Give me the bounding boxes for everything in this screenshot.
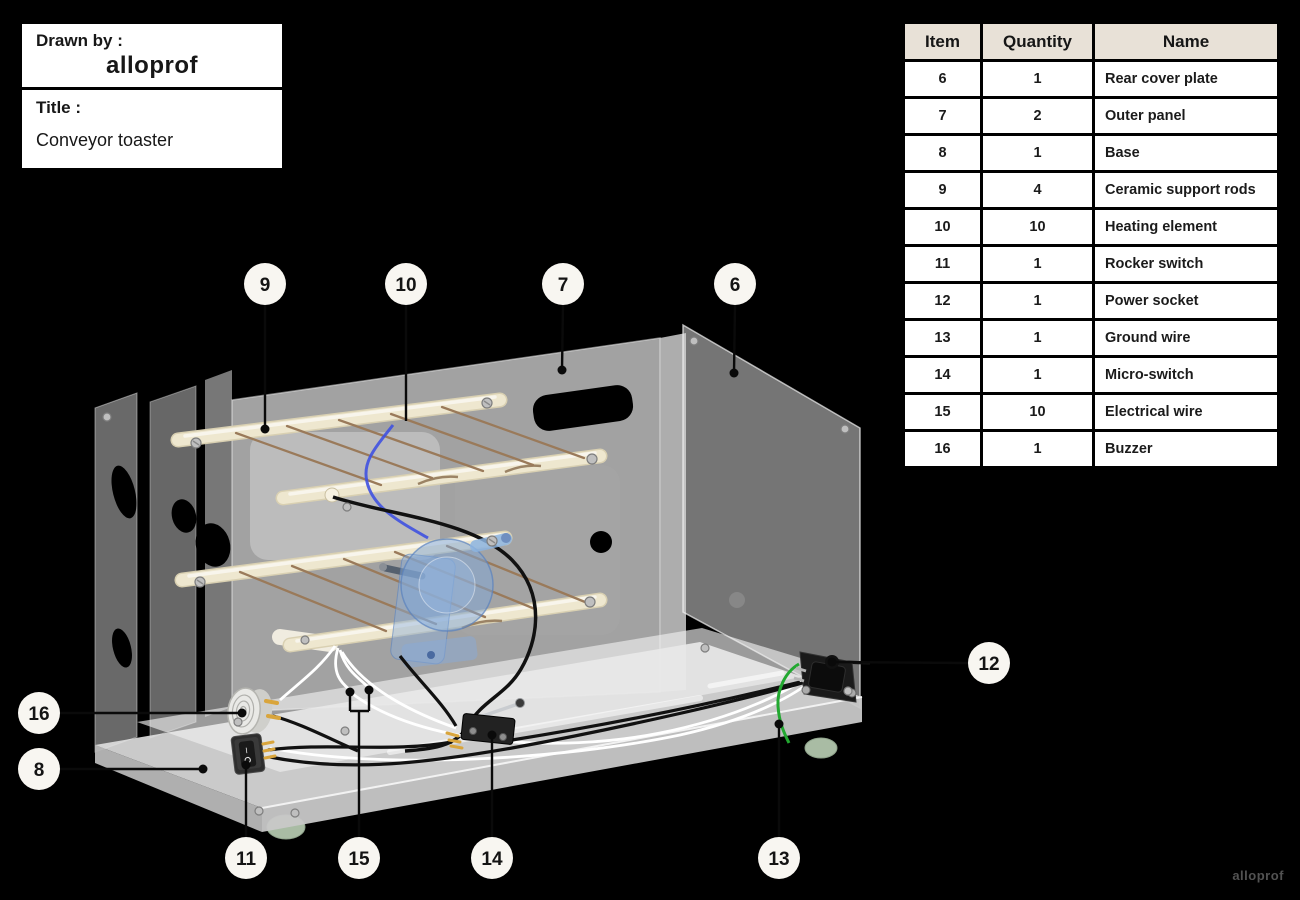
quantity-cell: 10 <box>980 392 1095 432</box>
name-cell: Micro-switch <box>1092 355 1280 395</box>
name-cell: Heating element <box>1092 207 1280 247</box>
callout-13: 13 <box>758 837 800 879</box>
name-cell: Rear cover plate <box>1092 59 1280 99</box>
foot <box>804 737 838 759</box>
rocker-switch-pins <box>261 740 277 760</box>
callout-10: 10 <box>385 263 427 305</box>
item-cell: 7 <box>902 96 983 136</box>
quantity-cell: 1 <box>980 281 1095 321</box>
quantity-cell: 1 <box>980 59 1095 99</box>
callout-16: 16 <box>18 692 60 734</box>
title-section: Title : Conveyor toaster <box>22 90 282 168</box>
svg-text:9: 9 <box>260 275 271 296</box>
name-cell: Outer panel <box>1092 96 1280 136</box>
quantity-cell: 10 <box>980 207 1095 247</box>
screws <box>102 336 853 818</box>
svg-text:11: 11 <box>236 849 257 870</box>
alloprof-watermark: alloprof <box>1232 868 1284 883</box>
drawing-title: Conveyor toaster <box>36 130 174 150</box>
item-cell: 13 <box>902 318 983 358</box>
callout-leaders <box>60 304 969 837</box>
drawn-by-section: Drawn by : alloprof <box>22 24 282 90</box>
name-cell: Power socket <box>1092 281 1280 321</box>
callout-7: 7 <box>542 263 584 305</box>
item-cell: 14 <box>902 355 983 395</box>
svg-text:13: 13 <box>768 849 789 870</box>
item-cell: 6 <box>902 59 983 99</box>
white-electrical-wires <box>269 645 816 762</box>
quantity-header: Quantity <box>980 21 1095 62</box>
power-socket <box>793 651 857 703</box>
quantity-cell: 1 <box>980 133 1095 173</box>
callout-6: 6 <box>714 263 756 305</box>
svg-text:8: 8 <box>34 760 45 781</box>
quantity-cell: 1 <box>980 244 1095 284</box>
quantity-cell: 2 <box>980 96 1095 136</box>
quantity-cell: 1 <box>980 429 1095 469</box>
item-cell: 8 <box>902 133 983 173</box>
item-cell: 9 <box>902 170 983 210</box>
item-cell: 11 <box>902 244 983 284</box>
motor <box>379 533 512 668</box>
table-header-row: Item Quantity Name <box>902 21 1280 62</box>
name-cell: Ceramic support rods <box>1092 170 1280 210</box>
name-cell: Buzzer <box>1092 429 1280 469</box>
heating-elements-top <box>234 405 586 487</box>
item-cell: 10 <box>902 207 983 247</box>
alloprof-logo: alloprof <box>106 52 198 79</box>
name-cell: Rocker switch <box>1092 244 1280 284</box>
callout-11: 11 <box>225 837 267 879</box>
rocker-switch: I <box>230 733 266 775</box>
name-header: Name <box>1092 21 1280 62</box>
svg-text:10: 10 <box>395 275 416 296</box>
svg-text:16: 16 <box>28 704 49 725</box>
black-electrical-wires <box>267 655 871 767</box>
name-cell: Ground wire <box>1092 318 1280 358</box>
callout-15: 15 <box>338 837 380 879</box>
title-block: Drawn by : alloprof Title : Conveyor toa… <box>20 22 284 170</box>
callout-8: 8 <box>18 748 60 790</box>
callout-9: 9 <box>244 263 286 305</box>
micro-switch <box>445 698 525 750</box>
blue-electrical-wire <box>364 424 429 540</box>
callout-12: 12 <box>968 642 1010 684</box>
ground-wire <box>776 662 800 744</box>
name-cell: Base <box>1092 133 1280 173</box>
item-cell: 16 <box>902 429 983 469</box>
quantity-cell: 4 <box>980 170 1095 210</box>
quantity-cell: 1 <box>980 318 1095 358</box>
svg-text:15: 15 <box>348 849 370 870</box>
svg-text:I: I <box>245 746 248 755</box>
item-header: Item <box>902 21 983 62</box>
svg-text:14: 14 <box>481 849 503 870</box>
quantity-cell: 1 <box>980 355 1095 395</box>
name-cell: Electrical wire <box>1092 392 1280 432</box>
drawn-by-label: Drawn by : <box>36 31 123 50</box>
callout-14: 14 <box>471 837 513 879</box>
item-cell: 12 <box>902 281 983 321</box>
title-label: Title : <box>36 98 82 117</box>
svg-text:12: 12 <box>978 654 999 675</box>
ceramic-rod <box>275 448 608 506</box>
item-cell: 15 <box>902 392 983 432</box>
svg-text:7: 7 <box>558 275 569 296</box>
svg-text:6: 6 <box>730 275 741 296</box>
